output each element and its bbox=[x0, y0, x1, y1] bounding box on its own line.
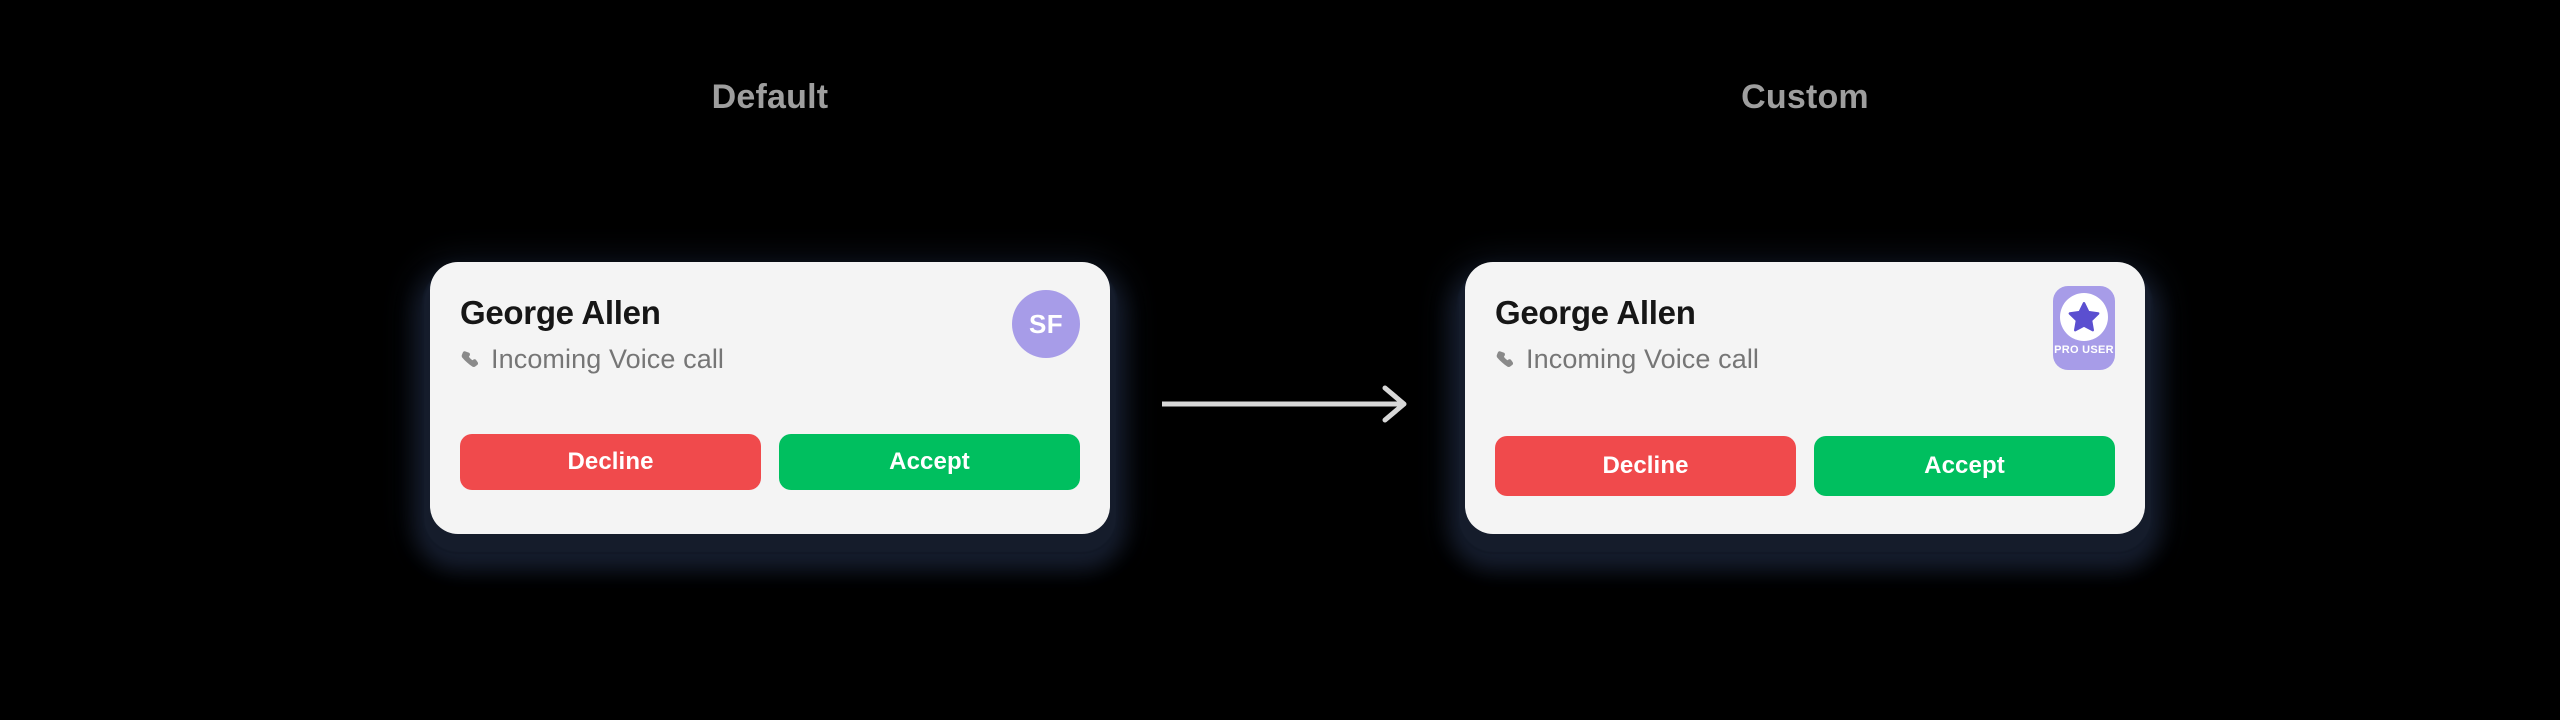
pro-user-badge-label: PRO USER bbox=[2054, 344, 2114, 356]
accept-button[interactable]: Accept bbox=[779, 434, 1080, 490]
phone-icon bbox=[460, 349, 482, 373]
call-card-custom: George Allen Incoming Voice call bbox=[1459, 262, 2151, 552]
call-actions-default: Decline Accept bbox=[460, 434, 1080, 490]
pro-user-badge: PRO USER bbox=[2053, 286, 2115, 370]
phone-icon bbox=[1495, 349, 1517, 373]
call-status-row: Incoming Voice call bbox=[460, 344, 724, 375]
column-heading-default: Default bbox=[711, 78, 829, 116]
transition-arrow bbox=[1162, 382, 1412, 426]
call-notification-default: George Allen Incoming Voice call SF Decl… bbox=[430, 262, 1110, 534]
caller-name: George Allen bbox=[1495, 294, 1696, 331]
call-header-default: George Allen Incoming Voice call SF bbox=[460, 290, 1080, 396]
avatar-initials: SF bbox=[1028, 309, 1064, 339]
accept-button[interactable]: Accept bbox=[1814, 436, 2115, 496]
call-status-text: Incoming Voice call bbox=[1526, 344, 1760, 374]
call-actions-custom: Decline Accept bbox=[1495, 436, 2115, 496]
call-card-default: George Allen Incoming Voice call SF Decl… bbox=[424, 262, 1116, 552]
decline-button[interactable]: Decline bbox=[460, 434, 761, 490]
call-status-row: Incoming Voice call bbox=[1495, 344, 1759, 375]
column-heading-custom: Custom bbox=[1741, 78, 1869, 116]
call-header-custom: George Allen Incoming Voice call bbox=[1495, 286, 2115, 396]
star-icon bbox=[2060, 293, 2108, 341]
call-status-text: Incoming Voice call bbox=[491, 344, 725, 374]
caller-name: George Allen bbox=[460, 294, 661, 331]
call-notification-custom: George Allen Incoming Voice call bbox=[1465, 262, 2145, 534]
avatar: SF bbox=[1012, 290, 1080, 358]
decline-button[interactable]: Decline bbox=[1495, 436, 1796, 496]
